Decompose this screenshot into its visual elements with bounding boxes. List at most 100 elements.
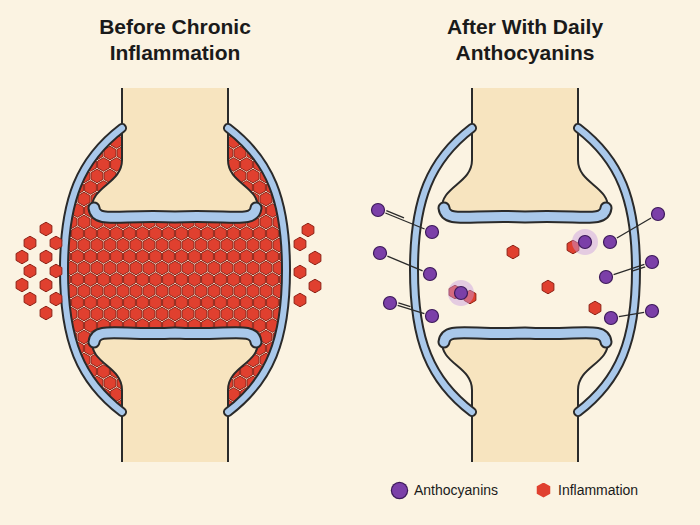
- lower-bone: [442, 331, 608, 462]
- inflammation-hexagon: [143, 261, 155, 275]
- inflammation-hexagon: [156, 307, 168, 321]
- inflammation-hexagon: [280, 365, 292, 379]
- cartilage-outline: [94, 208, 256, 217]
- inflammation-hexagon: [117, 238, 129, 252]
- bone-outline: [442, 88, 608, 219]
- inflammation-hexagon: [221, 238, 233, 252]
- legend-swatch: [392, 483, 407, 498]
- inflammation-hexagon: [137, 296, 149, 310]
- inflammation-hexagon: [72, 296, 84, 310]
- joint: [52, 88, 291, 462]
- inflammation-hexagon: [176, 296, 188, 310]
- inflammation-hexagon: [40, 250, 52, 264]
- inflammation-hexagon: [91, 169, 103, 183]
- inflammation-hexagon: [130, 261, 142, 275]
- inflammation-hexagon: [507, 245, 519, 259]
- inflammation-hexagon: [137, 273, 149, 287]
- inflammation-hexagon: [215, 273, 227, 287]
- inflammation-hexagon: [280, 388, 292, 402]
- inflammation-hexagon: [78, 238, 90, 252]
- inflammation-hexagon: [91, 123, 103, 137]
- inflammation-hexagon: [40, 278, 52, 292]
- inflammation-hexagon: [195, 261, 207, 275]
- inflammation-hexagon: [241, 273, 253, 287]
- inflammation-hexagon: [254, 250, 266, 264]
- inflammation-hexagon: [202, 273, 214, 287]
- inflammation-hexagon: [228, 296, 240, 310]
- inflammation-hexagon: [85, 250, 97, 264]
- inflammation-hexagon: [104, 261, 116, 275]
- inflammation-hexagon: [98, 273, 110, 287]
- inflammation-hexagon: [65, 146, 77, 160]
- inflammation-hexagon: [163, 250, 175, 264]
- inflammation-hexagon: [117, 307, 129, 321]
- inflammation-hexagon: [52, 146, 64, 160]
- inflammation-hexagon: [234, 376, 246, 390]
- inflammation-hexagon: [59, 158, 71, 172]
- inflammation-hexagon: [189, 250, 201, 264]
- inflammation-hexagon: [309, 279, 321, 293]
- inflammation-hexagon: [50, 292, 62, 306]
- inflammation-hexagon: [163, 296, 175, 310]
- joint: [414, 88, 636, 462]
- inflammation-hexagon: [24, 264, 36, 278]
- upper-bone: [442, 88, 608, 219]
- lower-bone: [92, 331, 258, 462]
- inflammation-hexagon: [195, 238, 207, 252]
- inflammation-hexagon: [124, 250, 136, 264]
- inflammation-hexagon: [208, 307, 220, 321]
- inflammation-hexagon: [215, 296, 227, 310]
- inflammation-hexagon: [59, 365, 71, 379]
- binding-line: [386, 211, 404, 218]
- inflammation-hexagon: [280, 181, 292, 195]
- inflammation-hexagon: [111, 296, 123, 310]
- inflammation-hexagon: [169, 307, 181, 321]
- legend-item: Anthocyanins: [392, 480, 498, 500]
- inflammation-hexagon: [163, 273, 175, 287]
- inflammation-hexagon: [117, 284, 129, 298]
- joint-capsule: [414, 128, 472, 412]
- inflammation-hexagon: [208, 261, 220, 275]
- anthocyanin-dot: [424, 268, 437, 281]
- inflammation-hexagon: [247, 238, 259, 252]
- inflammation-hexagon: [247, 261, 259, 275]
- inflammation-hexagon: [234, 238, 246, 252]
- inflammation-hexagon: [91, 284, 103, 298]
- legend-item: Inflammation: [536, 480, 638, 500]
- inflammation-hexagon: [52, 353, 64, 367]
- binding-line: [385, 213, 424, 229]
- inflammation-hexagon: [202, 227, 214, 241]
- inflammation-hexagon: [260, 284, 272, 298]
- inflammation-hexagon: [260, 123, 272, 137]
- inflammation-hexagon: [241, 158, 253, 172]
- inflammation-hexagon: [59, 181, 71, 195]
- inflammation-hexagon: [104, 238, 116, 252]
- anthocyanin-dot: [600, 271, 613, 284]
- inflammation-hexagon: [104, 307, 116, 321]
- inflammation-hexagon: [169, 238, 181, 252]
- anthocyanin-dot: [604, 236, 617, 249]
- inflammation-hexagon: [273, 399, 285, 413]
- inflammation-hexagon: [260, 261, 272, 275]
- inflammation-hexagon: [98, 158, 110, 172]
- inflammation-hexagon: [169, 261, 181, 275]
- capsule-outline: [64, 128, 122, 412]
- inflammation-hexagon: [169, 284, 181, 298]
- inflammation-hexagon: [267, 388, 279, 402]
- inflammation-hexagon: [111, 227, 123, 241]
- inflammation-hexagon: [241, 250, 253, 264]
- inflammation-hexagon: [189, 227, 201, 241]
- inflammation-hexagon: [91, 307, 103, 321]
- inflammation-hexagon: [150, 250, 162, 264]
- upper-bone: [92, 88, 258, 219]
- inflammation-hexagon: [72, 227, 84, 241]
- inflammation-hexagon: [50, 264, 62, 278]
- inflammation-hexagon: [280, 158, 292, 172]
- capsule-outline: [414, 128, 472, 412]
- inflammation-hexagon: [182, 238, 194, 252]
- inflammation-hexagon: [65, 123, 77, 137]
- inflammation-hexagon: [130, 284, 142, 298]
- inflammation-hexagon: [52, 169, 64, 183]
- inflammation-hexagon: [72, 388, 84, 402]
- inflammation-hexagon: [260, 307, 272, 321]
